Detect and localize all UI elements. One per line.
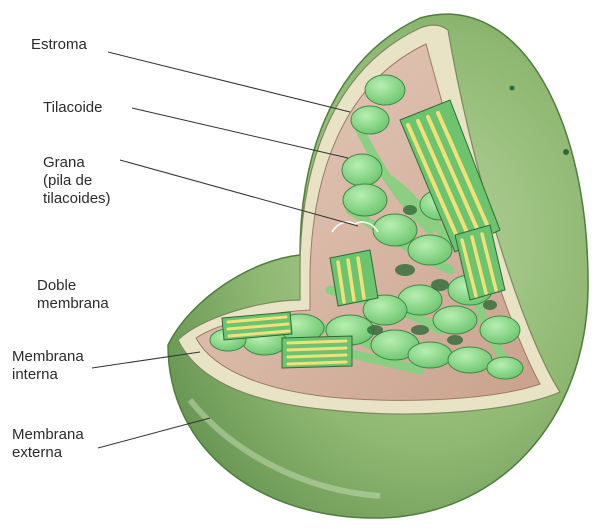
label-doble-membrana-line2: membrana — [37, 295, 109, 313]
label-grana: Grana — [43, 154, 85, 172]
granum-stack-center — [330, 250, 378, 306]
leader-tilacoide — [132, 108, 348, 158]
label-tilacoide: Tilacoide — [43, 99, 102, 117]
leader-estroma — [108, 52, 350, 112]
label-grana-line2: (pila de — [43, 172, 92, 190]
label-membrana-externa: Membrana — [12, 426, 84, 444]
label-doble-membrana: Doble — [37, 277, 76, 295]
label-estroma: Estroma — [31, 36, 87, 54]
granum-stack-front-center — [282, 336, 352, 368]
label-grana-line3: tilacoides) — [43, 190, 111, 208]
label-membrana-interna: Membrana — [12, 348, 84, 366]
shell-speck — [510, 86, 515, 91]
label-membrana-externa-line2: externa — [12, 444, 62, 462]
shell-speck — [563, 149, 569, 155]
label-membrana-interna-line2: interna — [12, 366, 58, 384]
